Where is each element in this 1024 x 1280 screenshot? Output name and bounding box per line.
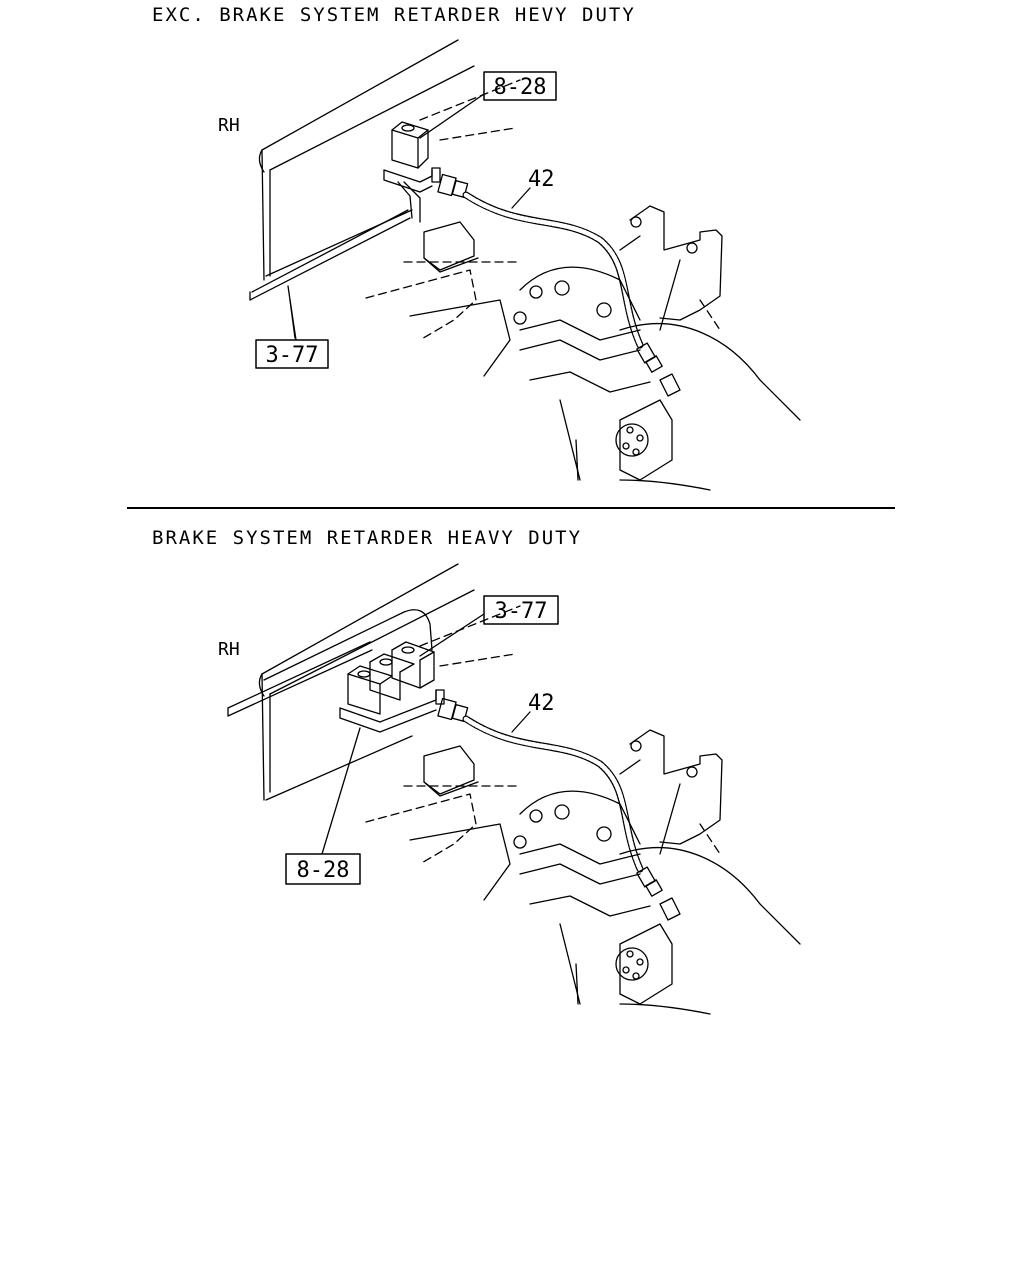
ref-box-bottom [285,853,361,885]
ref-leader-8-28 [321,727,361,855]
ref-box-top [483,595,559,625]
part-number-label: 42 [528,691,555,716]
section-1-title: EXC. BRAKE SYSTEM RETARDER HEVY DUTY [152,4,636,26]
frame-rail [227,563,521,801]
axle-assembly [365,205,801,491]
ref-box-bottom [255,339,329,369]
brake-hose [437,173,663,373]
ref-label-bottom: 3-77 [266,343,319,368]
side-label: RH [218,115,240,136]
ref-leader-8-28 [419,93,485,139]
solenoid-valve-block [339,641,445,733]
ref-leader-3-77 [419,613,485,657]
ref-label-top: 8-28 [494,75,547,100]
part-number-label: 42 [528,167,555,192]
section-2-diagram: RH 3-77 8-28 42 [218,563,801,1015]
solenoid-valve [383,121,441,223]
ref-box-top [483,71,557,101]
axle-assembly [365,729,801,1015]
section-2-title: BRAKE SYSTEM RETARDER HEAVY DUTY [152,527,583,549]
ref-label-top: 3-77 [495,599,548,624]
section-1-diagram: RH 8-28 3-77 42 [218,39,801,491]
ref-leader-3-77 [289,299,297,341]
section-divider [127,507,895,509]
side-label: RH [218,639,240,660]
frame-rail [249,39,521,339]
ref-label-bottom: 8-28 [297,858,350,883]
brake-hose [437,697,663,897]
